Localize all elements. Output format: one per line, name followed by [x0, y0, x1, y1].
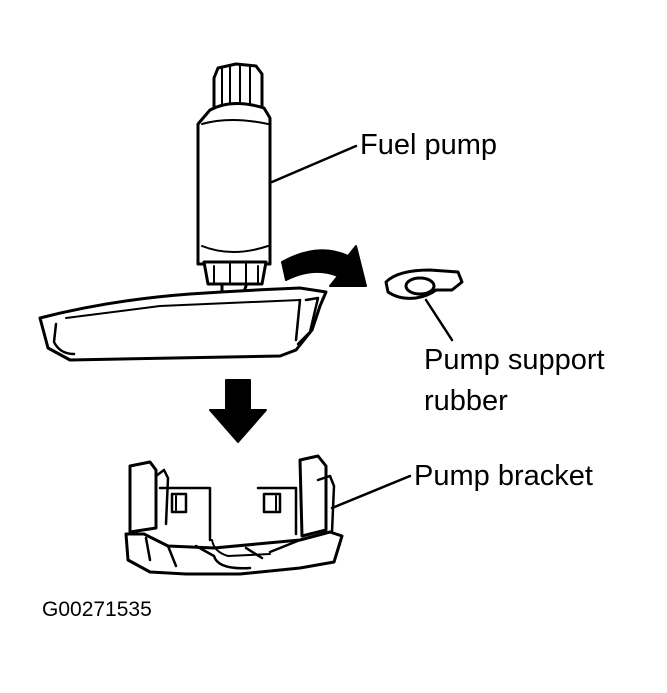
pump-support-rubber-label-line1: Pump support [424, 344, 605, 376]
figure-code: G00271535 [42, 598, 152, 621]
leader-fuel-pump [270, 144, 358, 184]
pump-support-rubber [384, 268, 464, 300]
leader-support-rubber [424, 298, 454, 342]
pump-bracket [124, 454, 344, 576]
fuel-filter [38, 286, 328, 362]
down-arrow-icon [209, 379, 267, 443]
curved-arrow-icon [281, 245, 367, 287]
fuel-pump-label: Fuel pump [360, 129, 498, 161]
fuel-pump [196, 62, 272, 300]
leader-pump-bracket [330, 474, 412, 510]
pump-bracket-label: Pump bracket [414, 460, 593, 492]
pump-support-rubber-label-line2: rubber [424, 385, 508, 417]
